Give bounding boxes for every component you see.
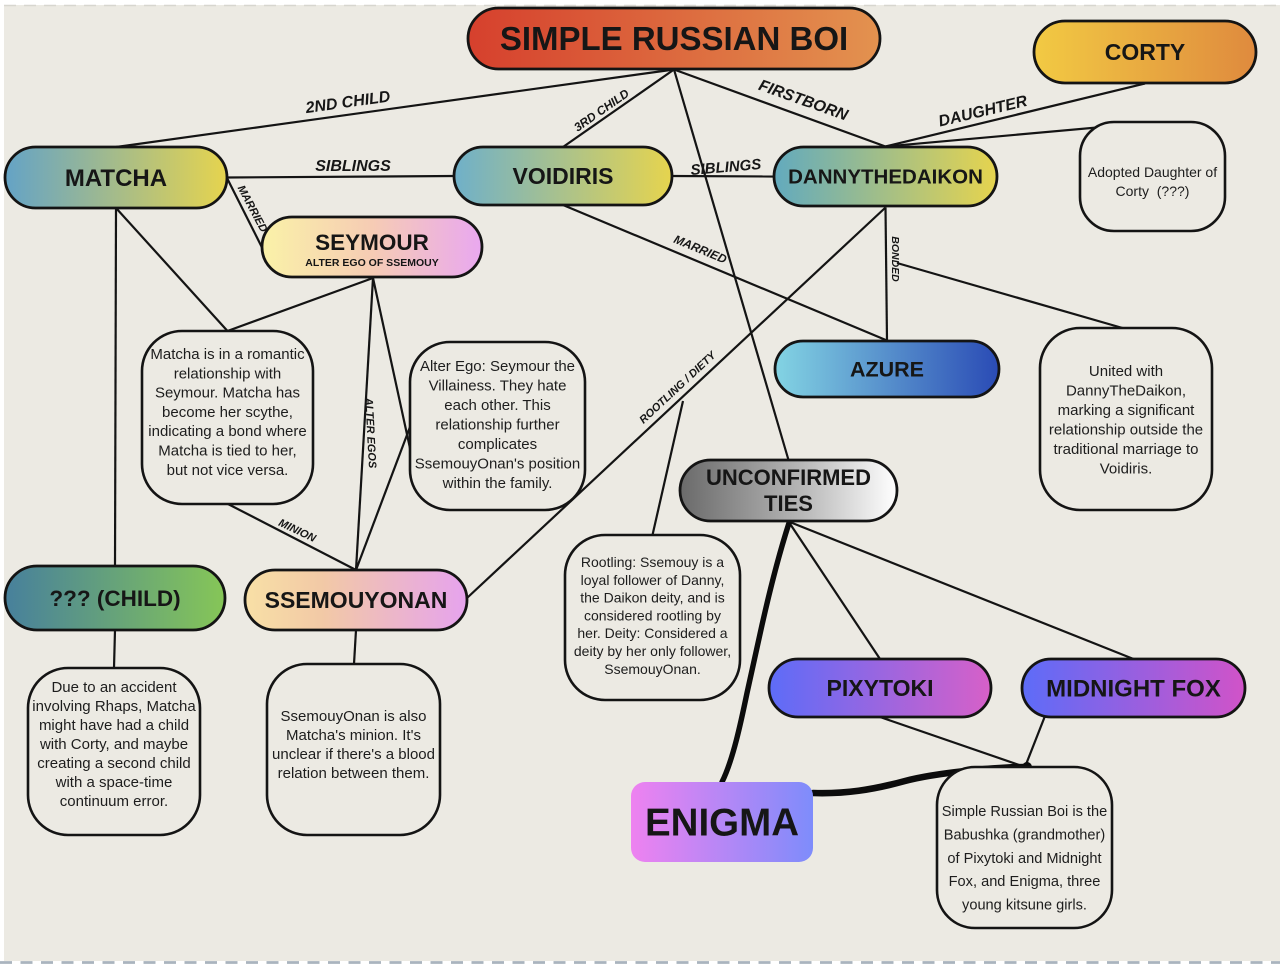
svg-text:DANNYTHEDAIKON: DANNYTHEDAIKON [788,166,983,189]
svg-text:TIES: TIES [764,491,813,516]
svg-text:BONDED: BONDED [889,236,901,282]
svg-text:UNCONFIRMED: UNCONFIRMED [706,465,871,490]
svg-text:SIBLINGS: SIBLINGS [315,158,391,175]
svg-text:ALTER EGOS: ALTER EGOS [362,396,378,469]
svg-text:VOIDIRIS: VOIDIRIS [513,163,614,189]
svg-text:CORTY: CORTY [1105,39,1186,65]
svg-text:SIBLINGS: SIBLINGS [690,156,762,179]
svg-text:SEYMOUR: SEYMOUR [315,230,429,255]
svg-text:AZURE: AZURE [850,358,924,382]
svg-text:??? (CHILD): ??? (CHILD) [49,586,180,611]
svg-text:MIDNIGHT FOX: MIDNIGHT FOX [1046,675,1221,702]
svg-text:MATCHA: MATCHA [65,165,167,192]
svg-text:SSEMOUYONAN: SSEMOUYONAN [265,587,448,613]
svg-text:ENIGMA: ENIGMA [645,802,799,845]
svg-text:ALTER EGO OF SSEMOUY: ALTER EGO OF SSEMOUY [305,257,438,269]
svg-text:SIMPLE RUSSIAN BOI: SIMPLE RUSSIAN BOI [500,20,848,57]
svg-text:PIXYTOKI: PIXYTOKI [827,675,934,701]
